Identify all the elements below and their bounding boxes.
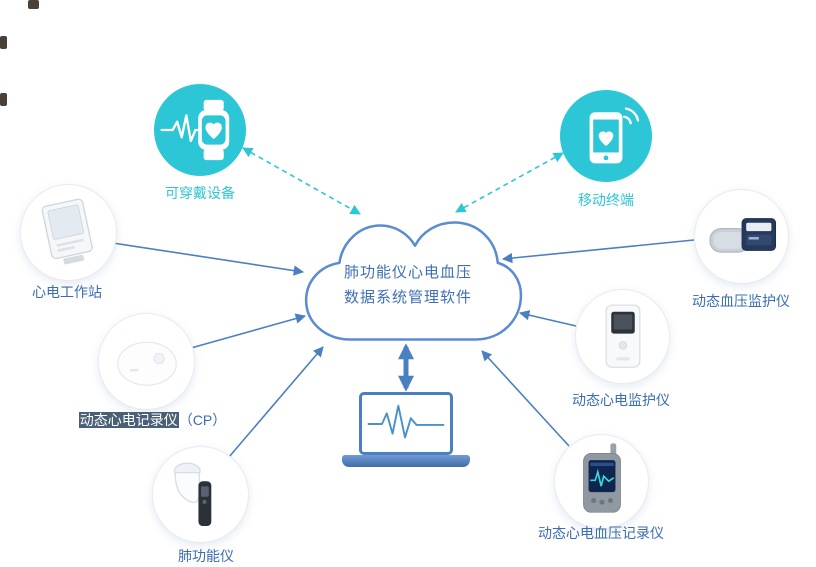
smartphone-icon (589, 107, 640, 164)
cp-recorder-node (98, 313, 195, 410)
abp-monitor-label: 动态血压监护仪 (692, 293, 790, 309)
holter-monitor-device-icon (605, 303, 640, 368)
holter-monitor-label: 动态心电监护仪 (572, 392, 670, 408)
ecg-workstation-node (20, 184, 117, 281)
cloud-title: 肺功能仪心电血压 数据系统管理软件 (292, 260, 524, 310)
smartwatch-icon (160, 99, 230, 161)
cloud-title-line2: 数据系统管理软件 (343, 289, 472, 306)
spirometer-label: 肺功能仪 (178, 548, 234, 564)
ecg-bp-recorder-node (554, 434, 649, 529)
spirometer-node (152, 446, 249, 543)
ecg-workstation-device-icon (41, 198, 93, 264)
ecg-workstation-label: 心电工作站 (32, 284, 102, 300)
arrow-workstation-cloud (112, 242, 305, 276)
arrow-holter-monitor-cloud (518, 310, 577, 327)
wearable-device-label: 可穿戴设备 (165, 185, 235, 201)
ecg-bp-recorder-label: 动态心电血压记录仪 (538, 525, 664, 541)
cloud-title-line1: 肺功能仪心电血压 (343, 264, 472, 281)
arrow-ecg-bp-recorder-cloud (481, 350, 570, 447)
cp-recorder-label-suffix: （CP） (178, 412, 227, 428)
abp-monitor-device-icon (708, 217, 776, 253)
stray-mark (0, 36, 7, 49)
stray-mark (0, 93, 7, 106)
holter-monitor-node (575, 289, 670, 384)
ecg-waveform-icon (367, 404, 445, 439)
cloud-icon (304, 221, 523, 341)
ecg-bp-recorder-device-icon (582, 442, 621, 513)
arrow-spirometer-cloud (228, 346, 324, 458)
mobile-terminal-node (560, 90, 652, 182)
abp-monitor-node (694, 189, 789, 284)
cp-recorder-device-icon (116, 341, 177, 386)
cp-recorder-label: 动态心电记录仪（CP） (55, 410, 250, 430)
stray-mark (28, 0, 39, 9)
cloud-system-node: 肺功能仪心电血压 数据系统管理软件 (292, 202, 524, 354)
laptop-base (342, 455, 470, 467)
laptop-client-node (342, 392, 470, 470)
cp-recorder-label-highlight: 动态心电记录仪 (78, 412, 179, 428)
wearable-device-node (154, 84, 246, 176)
arrow-abp-monitor-cloud (501, 239, 695, 264)
arrow-cp-recorder-cloud (190, 313, 307, 349)
spirometer-device-icon (173, 462, 211, 526)
arrow-mobile-cloud (455, 152, 564, 213)
laptop-screen (359, 392, 453, 455)
arrow-wearable-cloud (242, 147, 361, 215)
mobile-terminal-label: 移动终端 (578, 192, 634, 208)
